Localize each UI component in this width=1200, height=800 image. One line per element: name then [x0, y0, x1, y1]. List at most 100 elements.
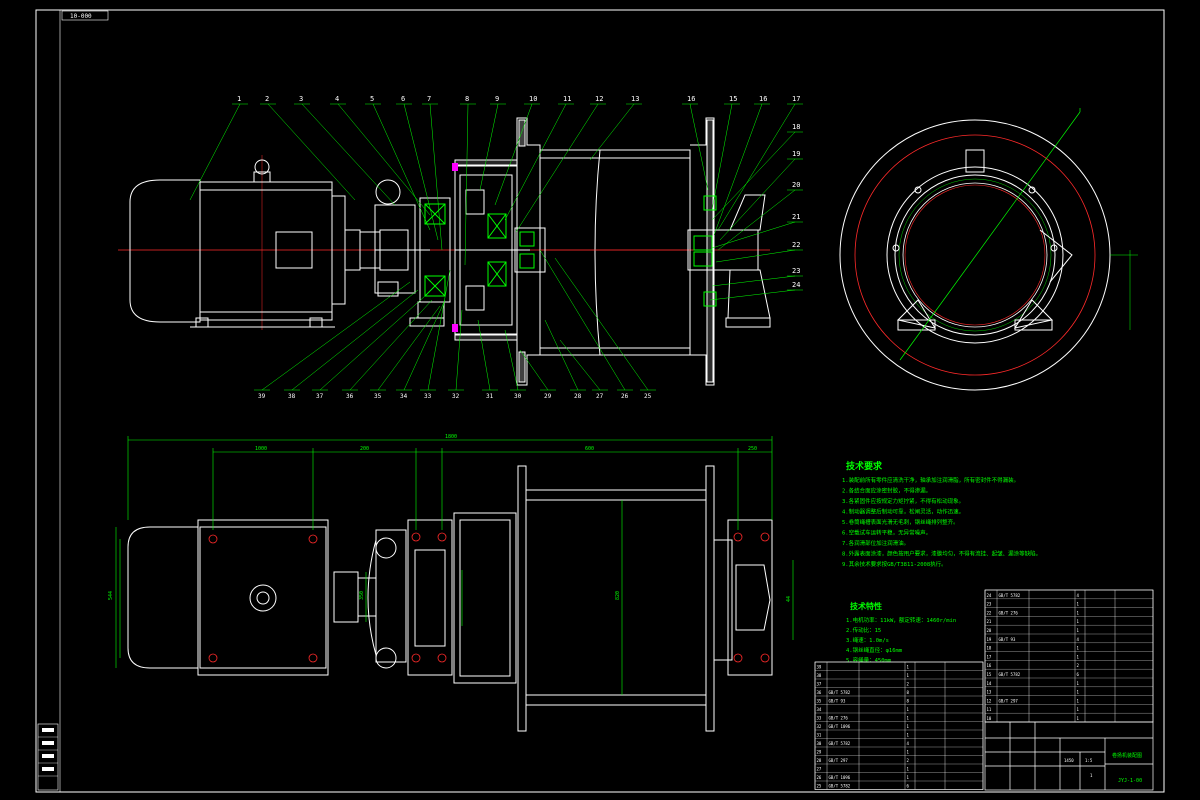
plan-dimensions: [115, 436, 794, 695]
balloon-label: 5: [370, 95, 374, 103]
balloon-label: 34: [400, 393, 408, 400]
right-support: [687, 194, 771, 328]
leader-line: [713, 103, 763, 236]
leader-line: [711, 221, 796, 249]
balloon-label: 7: [427, 95, 431, 103]
balloon-label: 28: [574, 393, 582, 400]
balloon-label: 27: [596, 393, 604, 400]
leader-line: [715, 249, 796, 263]
balloon-label: 15: [729, 95, 737, 103]
leader-line: [711, 275, 796, 287]
bom-cell-qty: 1: [1077, 602, 1080, 607]
bom-cell-code: GB/T 93: [829, 699, 846, 704]
leader-line: [515, 103, 599, 233]
dim-seg3: 600: [585, 446, 594, 452]
section-view: 123456789101112131615161718192021222324 …: [118, 95, 803, 400]
bom-cell-no: 27: [817, 767, 822, 772]
balloon-label: 18: [792, 123, 800, 131]
leader-line: [319, 295, 426, 391]
leader-line: [709, 289, 796, 301]
leader-line: [589, 103, 635, 161]
balloon-label: 37: [316, 393, 324, 400]
balloon-label: 22: [792, 241, 800, 249]
bom-cell-no: 39: [817, 665, 822, 670]
bom-cell-code: GB/T 5782: [999, 672, 1021, 677]
tech-spec-item: 3.绳速：1.0m/s: [846, 636, 889, 644]
bom-cell-qty: 1: [907, 665, 910, 670]
leader-line: [337, 103, 431, 216]
bom-cell-qty: 1: [907, 733, 910, 738]
bom-cell-qty: 1: [1077, 707, 1080, 712]
bom-cell-no: 20: [987, 628, 992, 633]
bom-cell-no: 19: [987, 637, 992, 642]
title-block: [984, 721, 1154, 791]
bom-cell-no: 15: [987, 672, 992, 677]
bom-cell-qty: 2: [907, 682, 910, 687]
bom-cell-qty: 1: [1077, 646, 1080, 651]
bom-cell-qty: 1: [1077, 610, 1080, 615]
tech-spec-item: 1.电机功率：11kW，额定转速：1460r/min: [846, 616, 956, 624]
bom-cell-no: 14: [987, 681, 992, 686]
leader-line: [301, 103, 396, 206]
bom-cell-code: GB/T 1096: [829, 724, 851, 729]
title-block-code: JYJ-1-00: [1118, 778, 1142, 784]
dim-height-left: 544: [108, 591, 114, 600]
bearing-housing: [409, 197, 451, 327]
bom-cell-code: GB/T 276: [829, 716, 849, 721]
side-stamp: [37, 723, 59, 791]
tech-req-item: 9.其余技术要求按GB/T3811-2008执行。: [842, 560, 947, 568]
balloon-label: 11: [563, 95, 571, 103]
balloon-label: 39: [258, 393, 266, 400]
plan-view: [127, 465, 773, 732]
leader-line: [403, 299, 446, 391]
tech-req-item: 7.各润滑部位加注润滑油。: [842, 539, 909, 547]
balloon-label: 4: [335, 95, 339, 103]
bom-cell-code: GB/T 5782: [829, 690, 851, 695]
bom-cell-qty: 6: [1077, 672, 1080, 677]
tech-req-item: 2.各结合面应涂密封胶，不得渗漏。: [842, 487, 931, 495]
tech-req-item: 6.空载试车运转平稳，无异常噪声。: [842, 529, 931, 537]
bom-cell-qty: 1: [907, 775, 910, 780]
balloon-label: 38: [288, 393, 296, 400]
bom-cell-qty: 1: [907, 716, 910, 721]
leader-line: [504, 329, 519, 391]
tech-req-item: 3.各紧固件应按规定力矩拧紧，不得有松动现象。: [842, 497, 964, 505]
bom-cell-no: 31: [817, 733, 822, 738]
tech-spec-item: 2.传动比：15: [846, 626, 881, 634]
leader-line: [519, 349, 549, 391]
balloon-label: 19: [792, 150, 800, 158]
end-view: [839, 108, 1138, 391]
balloon-label: 20: [792, 181, 800, 189]
bom-cell-code: GB/T 5782: [999, 593, 1021, 598]
leader-line: [554, 257, 649, 391]
leader-line: [719, 158, 796, 241]
bom-cell-no: 30: [817, 741, 822, 746]
title-block-title: 卷扬机装配图: [1112, 752, 1142, 759]
bom-cell-code: GB/T 297: [999, 698, 1019, 703]
bom-cell-qty: 1: [1077, 619, 1080, 624]
bom-cell-qty: 1: [1077, 654, 1080, 659]
title-block-scale: 1:5: [1085, 758, 1093, 763]
dim-right-h: 44: [786, 596, 792, 602]
bom-cell-qty: 1: [1077, 716, 1080, 721]
bom-cell-qty: 1: [1077, 698, 1080, 703]
tech-req-item: 8.外露表面涂漆，颜色按用户要求，漆膜均匀，不得有流挂、起皱、漏涂等缺陷。: [842, 550, 1041, 558]
leader-line: [291, 289, 419, 391]
balloon-label: 33: [424, 393, 432, 400]
bom-cell-no: 13: [987, 690, 992, 695]
leader-line: [429, 103, 443, 251]
bom-cell-qty: 1: [907, 673, 910, 678]
leader-line: [261, 281, 411, 391]
tech-req-item: 4.制动器调整后制动可靠，松闸灵活，动作迅速。: [842, 508, 964, 516]
dim-seg2: 200: [360, 446, 369, 452]
bom-cell-qty: 1: [907, 750, 910, 755]
balloon-label: 9: [495, 95, 499, 103]
tech-spec-item: 4.钢丝绳直径：φ16mm: [846, 646, 903, 654]
leader-line: [427, 269, 451, 391]
bom-cell-qty: 6: [907, 784, 910, 789]
balloon-label: 8: [465, 95, 469, 103]
